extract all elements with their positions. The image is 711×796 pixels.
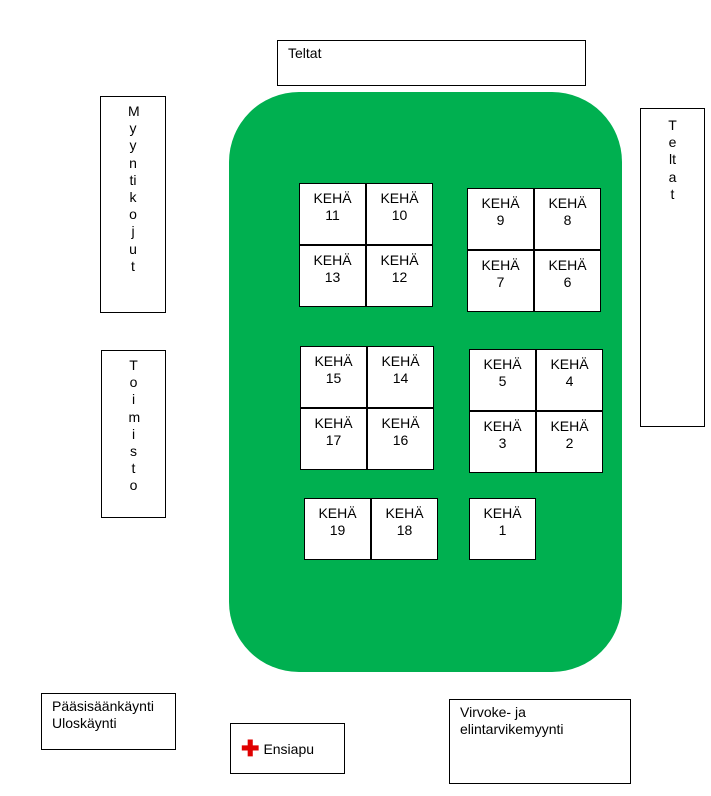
sales-booths-box: Myyntikojut [100,96,166,313]
ring-label: KEHÄ [318,505,357,521]
ring-number: 19 [329,522,346,538]
ring-label: KEHÄ [314,353,353,369]
ring-label: KEHÄ [385,505,424,521]
ring-number: 16 [392,432,409,448]
ring-label: KEHÄ [481,257,520,273]
ring-number: 18 [396,522,413,538]
ring-number: 14 [392,370,409,386]
ring-number: 8 [563,212,572,228]
tents-top-box: Teltat [277,40,586,86]
sales-booths-label: Myyntikojut [128,103,140,274]
ring-number: 5 [498,373,507,389]
ring-number: 17 [325,432,342,448]
first-aid-box: ✚ Ensiapu [230,723,345,774]
ring-label: KEHÄ [313,252,352,268]
ring-label: KEHÄ [548,257,587,273]
ring-number: 7 [496,274,505,290]
ring-label: KEHÄ [313,190,352,206]
ring-number: 1 [498,522,507,538]
ring-label: KEHÄ [548,195,587,211]
refreshments-box: Virvoke- ja elintarvikemyynti [449,699,631,784]
ring-number: 12 [391,269,408,285]
tents-right-box: Teltat [640,108,705,427]
ring-label: KEHÄ [550,356,589,372]
tents-top-label: Teltat [288,45,322,61]
tents-right-label: Teltat [668,117,677,202]
ring-label: KEHÄ [483,356,522,372]
ring-label: KEHÄ [380,190,419,206]
ring-number: 6 [563,274,572,290]
ring-label: KEHÄ [380,252,419,268]
ring-label: KEHÄ [483,418,522,434]
ring-number: 9 [496,212,505,228]
office-label: Toimisto [128,357,141,494]
ring-number: 11 [325,207,340,223]
ring-number: 15 [325,370,342,386]
ring-number: 10 [391,207,408,223]
office-box: Toimisto [101,350,166,518]
ring-label: KEHÄ [483,505,522,521]
ring-label: KEHÄ [381,415,420,431]
ring-number: 2 [565,435,574,451]
ring-label: KEHÄ [381,353,420,369]
first-aid-label: Ensiapu [263,740,315,757]
ring-number: 4 [565,373,574,389]
main-entrance-label: Pääsisäänkäynti Uloskäynti [52,698,154,731]
ring-label: KEHÄ [481,195,520,211]
ring-label: KEHÄ [314,415,353,431]
ring-label: KEHÄ [550,418,589,434]
refreshments-label: Virvoke- ja elintarvikemyynti [460,704,564,737]
ring-number: 3 [498,435,507,451]
ring-number: 13 [324,269,341,285]
first-aid-cross-icon: ✚ [241,735,260,761]
main-entrance-box: Pääsisäänkäynti Uloskäynti [41,693,176,750]
